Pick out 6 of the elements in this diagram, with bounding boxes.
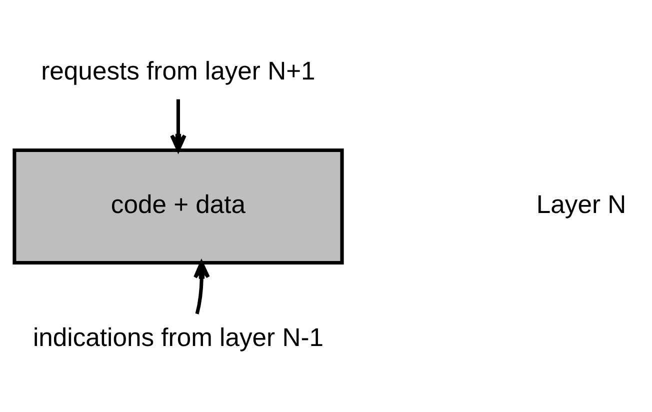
arrow <box>194 260 210 314</box>
node-text: indications from layer N-1 <box>32 323 324 352</box>
node-box: code + data <box>12 148 344 264</box>
node-text: requests from layer N+1 <box>41 57 316 86</box>
label: Layer N <box>536 190 626 218</box>
arrow <box>170 98 186 152</box>
